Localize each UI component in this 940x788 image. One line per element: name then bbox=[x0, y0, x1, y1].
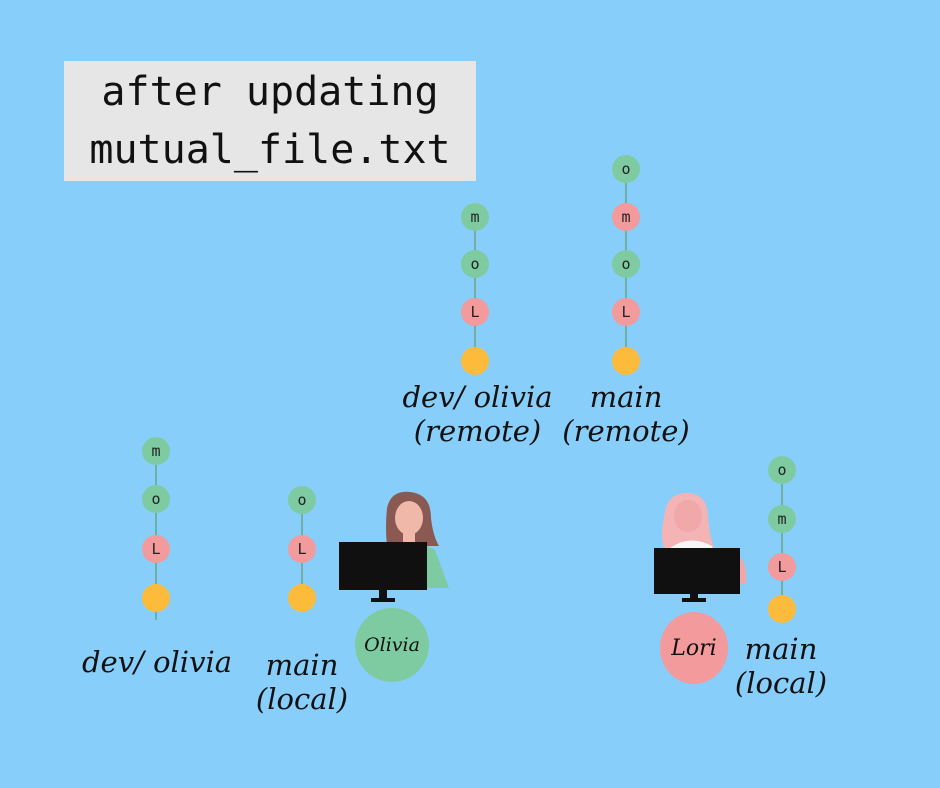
commit-node: o bbox=[612, 155, 640, 183]
lori-name: Lori bbox=[671, 635, 717, 661]
commit-node: L bbox=[612, 298, 640, 326]
commit-node: o bbox=[461, 250, 489, 278]
branch-main-local-lori: o m L bbox=[752, 0, 812, 623]
branch-main-remote: o m o L bbox=[596, 0, 656, 375]
commit-node: o bbox=[612, 250, 640, 278]
commit-node-head bbox=[612, 347, 640, 375]
olivia-name: Olivia bbox=[364, 634, 420, 656]
label-dev-olivia-remote: dev/ olivia (remote) bbox=[402, 380, 553, 448]
branch-main-local-olivia: o L bbox=[272, 0, 332, 612]
commit-node-head bbox=[288, 584, 316, 612]
olivia-avatar: Olivia bbox=[355, 608, 429, 682]
commit-node: m bbox=[461, 203, 489, 231]
commit-node: L bbox=[768, 553, 796, 581]
commit-node-head bbox=[142, 584, 170, 612]
label-main-remote: main (remote) bbox=[562, 380, 690, 448]
commit-node-head bbox=[461, 347, 489, 375]
title-box: after updating mutual_file.txt bbox=[64, 61, 476, 181]
commit-node: m bbox=[768, 505, 796, 533]
commit-node: L bbox=[288, 535, 316, 563]
title-line-1: after updating bbox=[101, 69, 439, 115]
branch-dev-olivia-local: m o L bbox=[126, 0, 186, 620]
commit-node: m bbox=[142, 437, 170, 465]
commit-node: L bbox=[142, 535, 170, 563]
title-line-2: mutual_file.txt bbox=[89, 127, 451, 173]
olivia-at-computer-illustration bbox=[339, 491, 449, 602]
label-main-local-olivia: main (local) bbox=[255, 648, 349, 716]
commit-node: o bbox=[142, 485, 170, 513]
commit-node: m bbox=[612, 203, 640, 231]
label-main-local-lori: main (local) bbox=[734, 632, 828, 700]
lori-at-computer-illustration bbox=[654, 492, 747, 602]
commit-node: L bbox=[461, 298, 489, 326]
commit-node: o bbox=[768, 456, 796, 484]
commit-node-head bbox=[768, 595, 796, 623]
commit-node: o bbox=[288, 486, 316, 514]
label-dev-olivia-local: dev/ olivia bbox=[81, 645, 233, 679]
branch-dev-olivia-remote: m o L bbox=[445, 0, 505, 375]
lori-avatar: Lori bbox=[660, 612, 728, 684]
